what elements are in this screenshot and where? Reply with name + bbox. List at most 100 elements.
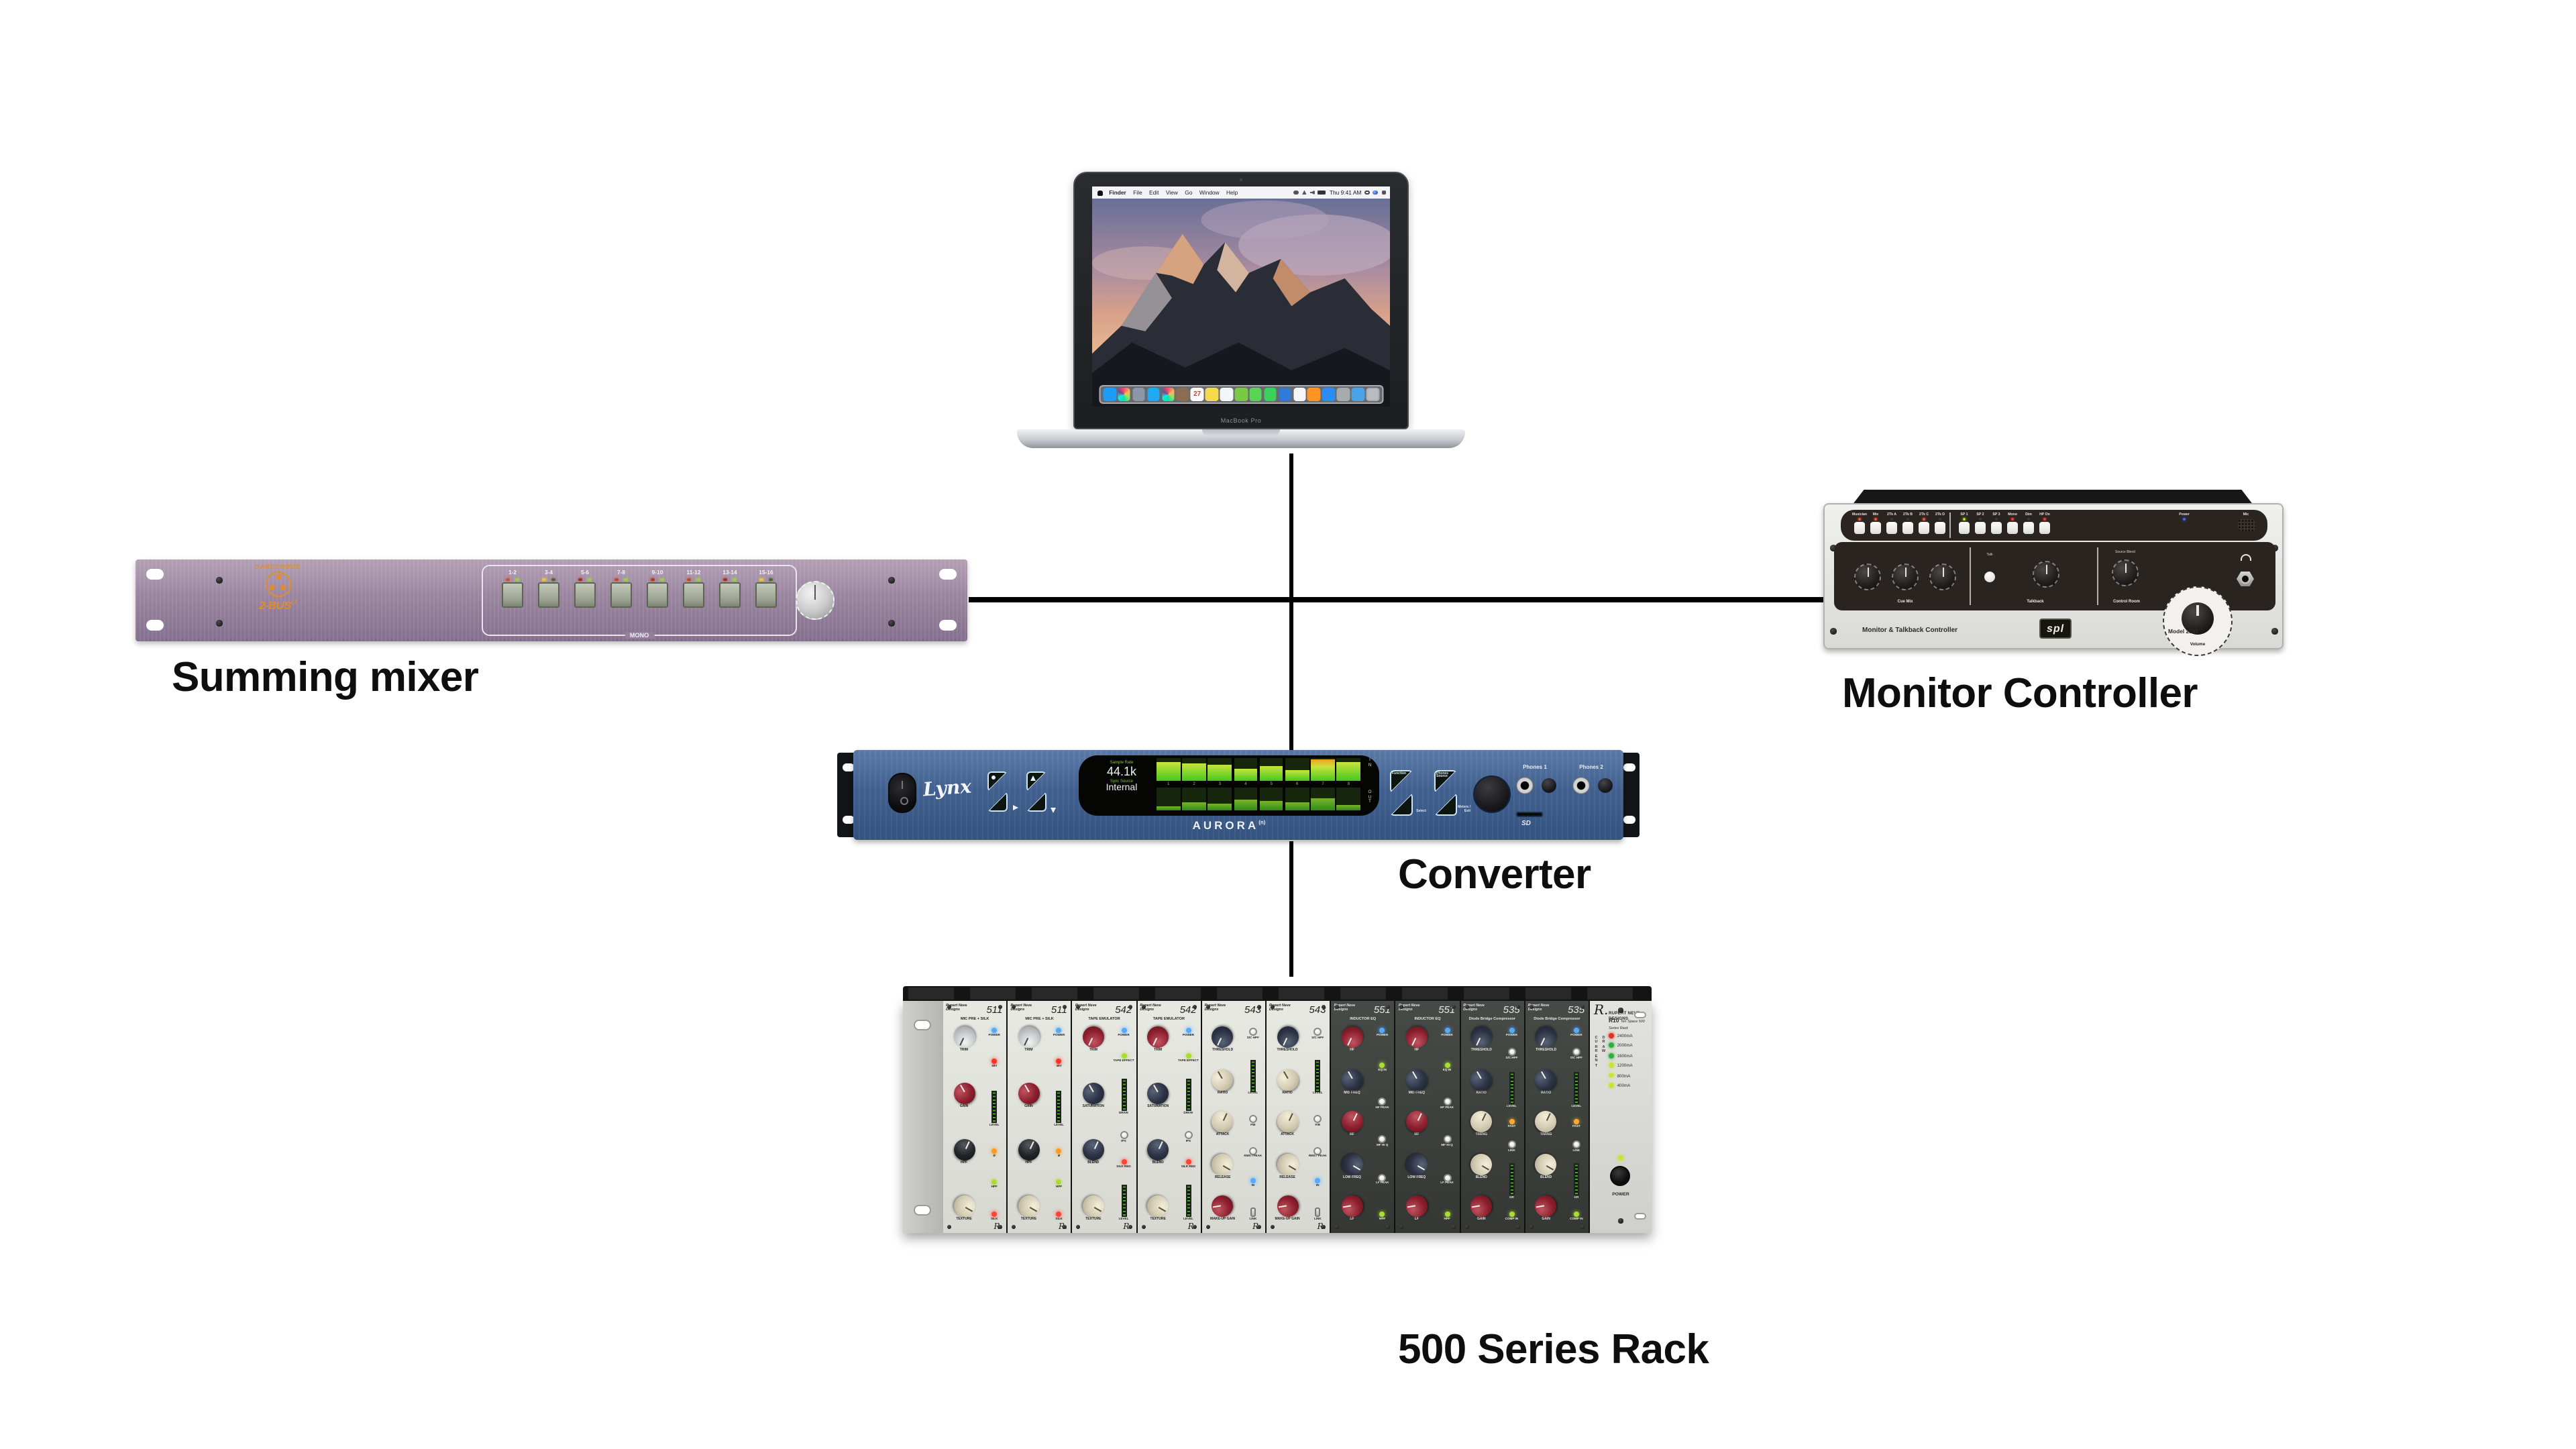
- dock-icon-folder[interactable]: [1351, 388, 1364, 401]
- dock-icon-itunes[interactable]: [1293, 388, 1306, 401]
- notification-center-icon[interactable]: [1381, 190, 1386, 195]
- module-knob-trim[interactable]: [949, 1022, 979, 1052]
- monitor-button[interactable]: [1935, 521, 1945, 535]
- monitor-button[interactable]: [2023, 521, 2034, 535]
- module-knob-timing[interactable]: [1532, 1108, 1560, 1136]
- phones2-level-knob[interactable]: [1598, 778, 1613, 793]
- sd-card-slot[interactable]: [1516, 812, 1543, 817]
- module-knob-threshold[interactable]: [1273, 1022, 1302, 1052]
- module-knob-blend[interactable]: [1466, 1149, 1497, 1179]
- module-button[interactable]: S/C HPF: [1311, 1028, 1324, 1040]
- cue-mix-knob-2[interactable]: [1892, 564, 1919, 590]
- module-knob-hpf[interactable]: [1014, 1136, 1043, 1165]
- module-knob-trim[interactable]: [1014, 1022, 1043, 1052]
- module-button[interactable]: F/B: [1248, 1115, 1257, 1127]
- module-knob-release[interactable]: [1208, 1149, 1238, 1179]
- module-knob-ratio[interactable]: [1208, 1065, 1238, 1095]
- module-knob-lf[interactable]: [1339, 1194, 1364, 1220]
- module-button[interactable]: F/B: [1313, 1115, 1322, 1127]
- module-knob-gain[interactable]: [1014, 1079, 1044, 1109]
- module-knob-attack[interactable]: [1273, 1108, 1302, 1136]
- rack-power-button[interactable]: [1610, 1166, 1630, 1186]
- module-knob-gain[interactable]: [1468, 1194, 1494, 1220]
- mixer-channel-button[interactable]: [538, 582, 559, 608]
- module-button[interactable]: MF HI Q: [1441, 1135, 1453, 1148]
- monitor-button[interactable]: [1902, 521, 1913, 535]
- battery-icon[interactable]: [1318, 190, 1326, 195]
- mixer-channel-button[interactable]: [755, 582, 777, 608]
- monitor-button[interactable]: [1870, 521, 1881, 535]
- cue-mix-knob-3[interactable]: [1929, 564, 1956, 590]
- module-button[interactable]: HF PEAK: [1440, 1097, 1454, 1110]
- module-knob-blend[interactable]: [1143, 1136, 1173, 1165]
- module-knob-timing[interactable]: [1466, 1108, 1496, 1136]
- monitor-button[interactable]: [2039, 521, 2050, 535]
- module-knob-mid-freq[interactable]: [1401, 1065, 1432, 1095]
- dock-icon-settings[interactable]: [1336, 388, 1350, 401]
- button-link[interactable]: [1507, 1140, 1516, 1148]
- monitor-button[interactable]: [1854, 521, 1865, 535]
- wifi-icon[interactable]: [1301, 190, 1307, 195]
- module-button[interactable]: IPS: [1184, 1130, 1193, 1143]
- module-knob-blend[interactable]: [1531, 1149, 1561, 1179]
- module-knob-make-up-gain[interactable]: [1210, 1194, 1236, 1220]
- menubar-clock[interactable]: Thu 9:41 AM: [1329, 189, 1362, 196]
- converter-encoder-knob[interactable]: [1473, 775, 1511, 813]
- module-button[interactable]: S/C HPF: [1570, 1048, 1582, 1061]
- menubar-item-window[interactable]: Window: [1199, 189, 1220, 196]
- module-knob-mf[interactable]: [1338, 1108, 1366, 1136]
- menubar-item-view[interactable]: View: [1165, 189, 1178, 196]
- module-knob-make-up-gain[interactable]: [1275, 1194, 1300, 1220]
- apple-menu-icon[interactable]: [1097, 190, 1103, 195]
- talk-button[interactable]: [1984, 572, 1995, 582]
- mixer-channel-button[interactable]: [647, 582, 668, 608]
- module-knob-ratio[interactable]: [1531, 1065, 1561, 1095]
- button-link[interactable]: [1572, 1140, 1580, 1148]
- button-s-c-hpf[interactable]: [1507, 1048, 1516, 1057]
- mixer-channel-button[interactable]: [683, 582, 704, 608]
- button-f-b[interactable]: [1248, 1115, 1257, 1124]
- module-button[interactable]: S/C HPF: [1505, 1048, 1518, 1061]
- bluetooth-icon[interactable]: [1293, 190, 1299, 195]
- volume-icon[interactable]: [1309, 190, 1315, 195]
- menubar-item-go[interactable]: Go: [1185, 189, 1193, 196]
- button-mf-hi-q[interactable]: [1443, 1135, 1452, 1144]
- menubar-item-edit[interactable]: Edit: [1149, 189, 1159, 196]
- module-knob-ratio[interactable]: [1273, 1065, 1302, 1095]
- module-knob-threshold[interactable]: [1532, 1022, 1560, 1052]
- button-rms-peak[interactable]: [1313, 1146, 1322, 1155]
- volume-knob[interactable]: [2182, 602, 2214, 635]
- module-knob-threshold[interactable]: [1208, 1022, 1237, 1052]
- mixer-channel-button[interactable]: [719, 582, 741, 608]
- dock-icon-siri[interactable]: [1118, 388, 1131, 401]
- power-switch[interactable]: [888, 773, 916, 813]
- button-hf-peak[interactable]: [1443, 1097, 1452, 1106]
- dock-icon-finder[interactable]: [1103, 388, 1116, 401]
- function-select-buttons[interactable]: Function Select: [1390, 770, 1428, 816]
- module-knob-threshold[interactable]: [1466, 1022, 1496, 1052]
- phones1-jack[interactable]: [1516, 777, 1534, 794]
- module-knob-texture[interactable]: [949, 1191, 979, 1222]
- module-button[interactable]: LINK: [1314, 1207, 1322, 1220]
- module-knob-texture[interactable]: [1014, 1191, 1044, 1222]
- module-knob-trim[interactable]: [1143, 1022, 1173, 1052]
- dock-icon-contacts[interactable]: [1176, 388, 1189, 401]
- module-knob-trim[interactable]: [1079, 1022, 1108, 1052]
- module-knob-lf[interactable]: [1404, 1194, 1430, 1220]
- dock-icon-launchpad[interactable]: [1132, 388, 1146, 401]
- module-button[interactable]: LINK: [1249, 1207, 1256, 1220]
- dock-icon-reminders[interactable]: [1220, 388, 1233, 401]
- dock-icon-keynote[interactable]: [1278, 388, 1291, 401]
- menubar-item-file[interactable]: File: [1133, 189, 1142, 196]
- button-hf-peak[interactable]: [1378, 1097, 1387, 1106]
- up-down-buttons[interactable]: [1026, 771, 1060, 816]
- volume-dial[interactable]: Volume: [2163, 586, 2233, 656]
- monitor-button[interactable]: [2007, 521, 2018, 535]
- button-ips[interactable]: [1120, 1130, 1128, 1139]
- talkback-level-knob[interactable]: [2033, 561, 2059, 588]
- module-knob-gain[interactable]: [949, 1079, 979, 1109]
- phones2-jack[interactable]: [1572, 777, 1590, 794]
- menubar-item-help[interactable]: Help: [1226, 189, 1238, 196]
- module-knob-texture[interactable]: [1143, 1191, 1173, 1222]
- button-mf-hi-q[interactable]: [1378, 1135, 1387, 1144]
